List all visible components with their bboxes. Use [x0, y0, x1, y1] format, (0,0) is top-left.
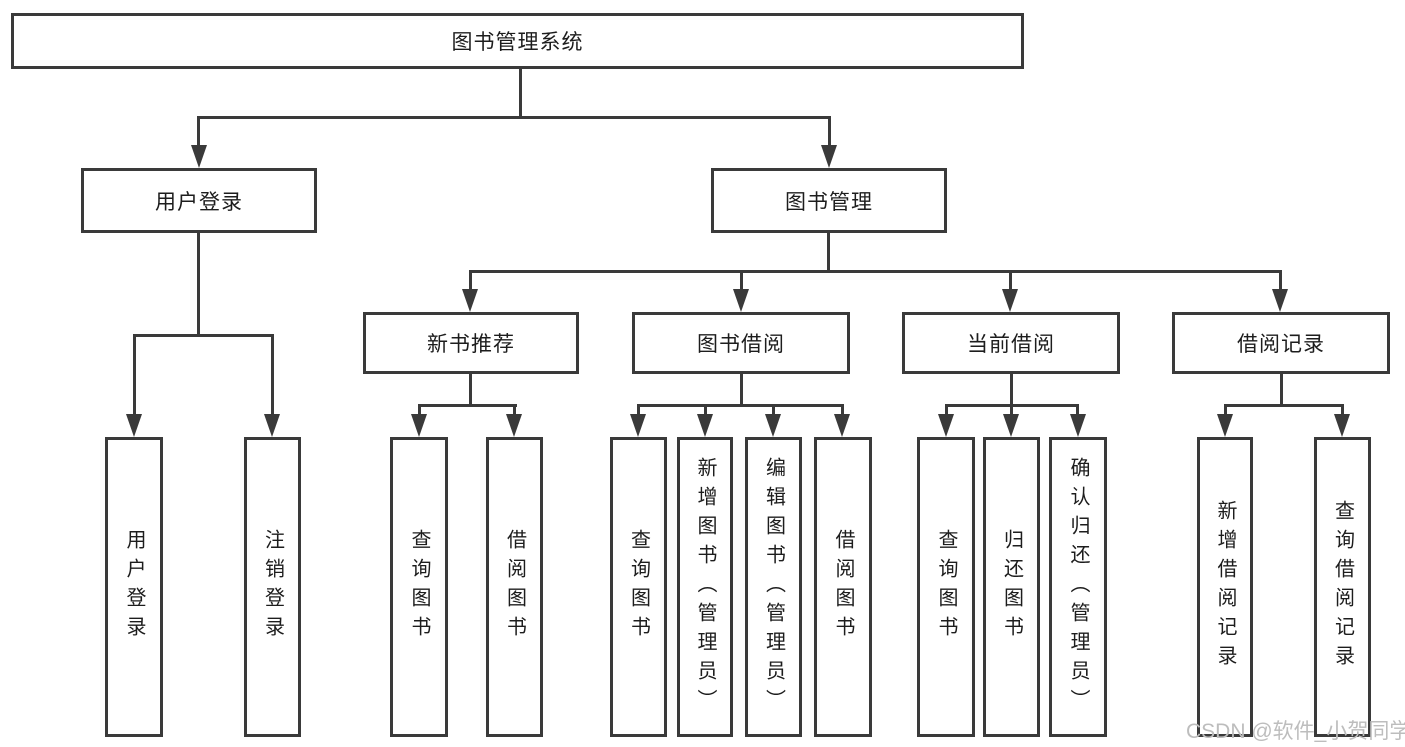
arrowhead-down-icon — [821, 145, 837, 168]
connector-line — [945, 404, 948, 417]
connector-line — [1010, 404, 1013, 417]
node-book-borrowing: 图书借阅 — [632, 312, 850, 374]
node-borrowing-records: 借阅记录 — [1172, 312, 1390, 374]
arrowhead-down-icon — [1002, 289, 1018, 312]
connector-to-new-book — [469, 270, 472, 292]
connector-to-borrow-record — [1279, 270, 1282, 292]
leaf-edit-book-admin: 编辑图书（管理员） — [745, 437, 802, 737]
arrowhead-down-icon — [1217, 414, 1233, 437]
arrowhead-down-icon — [462, 289, 478, 312]
leaf-query-book-current: 查询图书 — [917, 437, 975, 737]
connector-book-mgmt-stem — [827, 233, 830, 273]
connector-user-login-stem — [197, 233, 200, 337]
connector-line — [772, 404, 775, 417]
leaf-return-book: 归还图书 — [983, 437, 1040, 737]
connector-book-borrow-split — [637, 404, 844, 407]
connector-to-current-borrow — [1009, 270, 1012, 292]
leaf-query-borrow-record: 查询借阅记录 — [1314, 437, 1371, 737]
arrowhead-down-icon — [506, 414, 522, 437]
leaf-query-book-borrowing: 查询图书 — [610, 437, 667, 737]
connector-book-borrow-stem — [740, 374, 743, 407]
connector-to-leaf-user-login — [133, 334, 136, 414]
connector-to-leaf-logout — [271, 334, 274, 414]
connector-to-book-mgmt — [828, 116, 831, 148]
leaf-logout: 注销登录 — [244, 437, 301, 737]
node-library-management-system: 图书管理系统 — [11, 13, 1024, 69]
arrowhead-down-icon — [411, 414, 427, 437]
leaf-add-book-admin: 新增图书（管理员） — [677, 437, 733, 737]
arrowhead-down-icon — [1003, 414, 1019, 437]
connector-to-book-borrow — [740, 270, 743, 292]
csdn-watermark: CSDN @软件_小贺同学 — [1186, 720, 1405, 743]
connector-line — [704, 404, 707, 417]
connector-root-stem — [519, 66, 522, 118]
connector-line — [418, 404, 421, 417]
connector-borrow-record-split — [1224, 404, 1344, 407]
leaf-query-book-recommend: 查询图书 — [390, 437, 448, 737]
arrowhead-down-icon — [126, 414, 142, 437]
arrowhead-down-icon — [1070, 414, 1086, 437]
arrowhead-down-icon — [697, 414, 713, 437]
leaf-borrow-book-recommend: 借阅图书 — [486, 437, 543, 737]
connector-to-user-login — [197, 116, 200, 148]
leaf-user-login: 用户登录 — [105, 437, 163, 737]
leaf-confirm-return-admin: 确认归还（管理员） — [1049, 437, 1107, 737]
arrowhead-down-icon — [733, 289, 749, 312]
connector-line — [1076, 404, 1079, 417]
arrowhead-down-icon — [938, 414, 954, 437]
connector-user-login-split — [133, 334, 274, 337]
connector-root-split — [198, 116, 831, 119]
node-book-management: 图书管理 — [711, 168, 947, 233]
arrowhead-down-icon — [834, 414, 850, 437]
connector-line — [841, 404, 844, 417]
arrowhead-down-icon — [630, 414, 646, 437]
leaf-add-borrow-record: 新增借阅记录 — [1197, 437, 1253, 737]
arrowhead-down-icon — [765, 414, 781, 437]
node-current-borrowing: 当前借阅 — [902, 312, 1120, 374]
connector-line — [513, 404, 516, 417]
connector-line — [1341, 404, 1344, 417]
connector-book-mgmt-split — [469, 270, 1281, 273]
leaf-borrow-book: 借阅图书 — [814, 437, 872, 737]
connector-current-borrow-stem — [1010, 374, 1013, 407]
arrowhead-down-icon — [264, 414, 280, 437]
connector-borrow-record-stem — [1280, 374, 1283, 407]
arrowhead-down-icon — [1334, 414, 1350, 437]
node-new-book-recommend: 新书推荐 — [363, 312, 579, 374]
connector-new-book-stem — [469, 374, 472, 407]
connector-new-book-split — [418, 404, 517, 407]
arrowhead-down-icon — [191, 145, 207, 168]
connector-line — [637, 404, 640, 417]
node-user-login: 用户登录 — [81, 168, 317, 233]
arrowhead-down-icon — [1272, 289, 1288, 312]
connector-line — [1224, 404, 1227, 417]
